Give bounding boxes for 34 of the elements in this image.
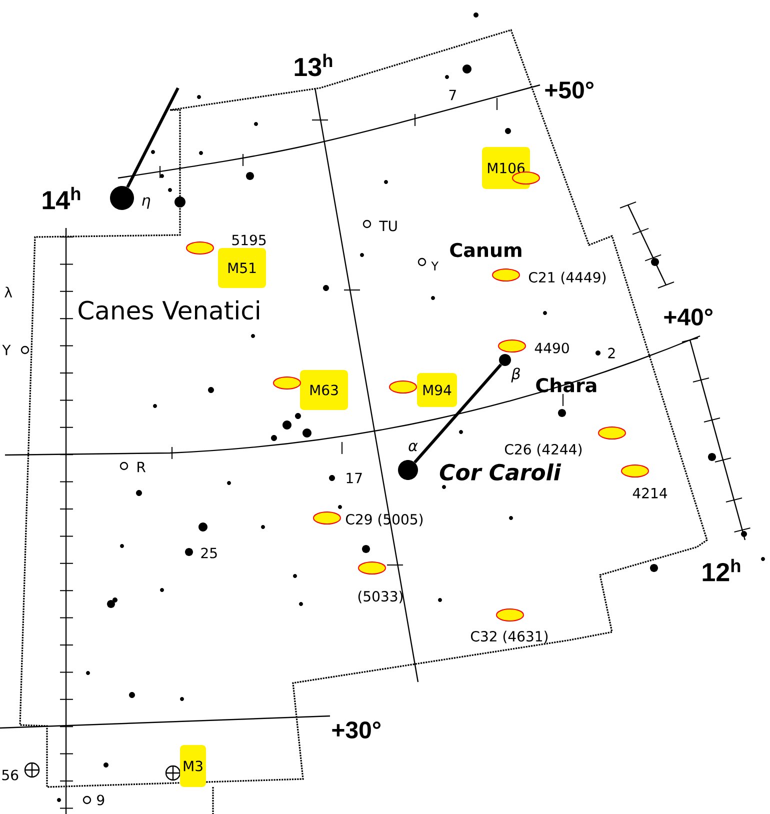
asterism-line (126, 87, 180, 188)
coordinate-label: +40° (664, 308, 712, 326)
coordinate-label: 12$^{h}$ (702, 558, 740, 582)
star-number: 56 (2, 770, 18, 780)
star-number: 7 (449, 90, 456, 100)
coordinate-label: 13$^{h}$ (294, 54, 332, 76)
coordinate-label: +50° (545, 82, 594, 98)
star-number: 2 (608, 348, 615, 358)
star-number: 25 (201, 548, 217, 558)
messier-label: M51 (218, 248, 266, 288)
star-name: R (138, 462, 146, 472)
asterism-line (414, 364, 502, 464)
messier-label: M106 (482, 147, 530, 189)
star-number: 9 (97, 794, 104, 806)
greek-letter: α (408, 442, 418, 452)
constellation-name: Canes Venatici (78, 300, 259, 320)
star-name: TU (379, 220, 397, 232)
object-label: 4214 (632, 488, 668, 498)
star-number: 17 (346, 472, 362, 484)
messier-label: M94 (417, 373, 457, 407)
star-name: λ (4, 286, 12, 298)
greek-letter: β (511, 368, 520, 382)
messier-label: M63 (300, 370, 348, 410)
object-label: C32 (4631) (470, 630, 548, 644)
messier-label: M3 (180, 745, 206, 787)
star-name: Cor Caroli (440, 464, 562, 481)
star-name: Y (431, 262, 439, 270)
object-label: C21 (4449) (528, 272, 606, 284)
object-label: (5033) (358, 590, 403, 604)
object-label: C26 (4244) (504, 444, 582, 456)
coordinate-label: +30° (332, 722, 380, 739)
greek-letter: η (142, 197, 150, 209)
star-name: Y (2, 344, 11, 356)
constellation-name: Canum (450, 242, 522, 258)
